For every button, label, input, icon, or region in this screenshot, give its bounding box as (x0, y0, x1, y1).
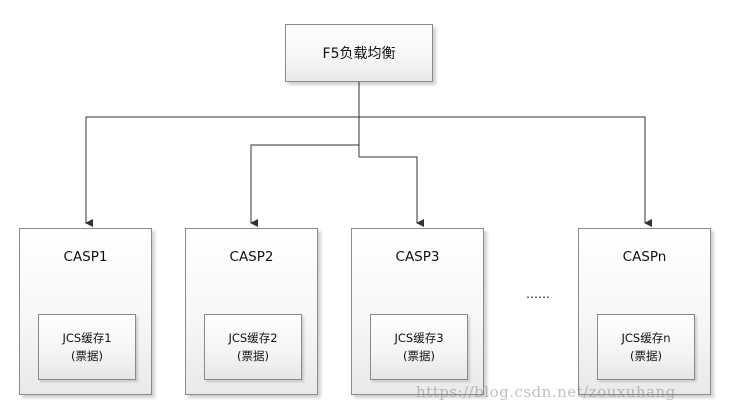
casp3-cache-label: JCS缓存3 (394, 331, 444, 345)
casp1-cache-box: JCS缓存1 (票据) (38, 314, 136, 380)
connector-casp3 (359, 156, 424, 227)
casp3-node: CASP3 JCS缓存3 (票据) (351, 228, 484, 395)
casp2-node: CASP2 JCS缓存2 (票据) (185, 228, 318, 395)
casp3-cache-box: JCS缓存3 (票据) (370, 314, 468, 380)
connector-caspn (359, 116, 652, 227)
casp1-cache-label: JCS缓存1 (62, 331, 112, 345)
caspn-cache-label: JCS缓存n (621, 331, 671, 345)
caspn-title: CASPn (622, 249, 667, 265)
casp2-cache-sublabel: (票据) (237, 349, 269, 363)
more-nodes-ellipsis: …… (526, 287, 550, 301)
f5-load-balancer-box: F5负载均衡 (285, 24, 433, 82)
casp2-cache-box: JCS缓存2 (票据) (204, 314, 302, 380)
connector-casp2 (250, 144, 359, 227)
watermark-text: https://blog.csdn.net/zouxuhang (416, 383, 676, 401)
casp1-cache-sublabel: (票据) (71, 349, 103, 363)
casp3-title: CASP3 (395, 249, 440, 265)
casp1-title: CASP1 (63, 249, 108, 265)
caspn-node: CASPn JCS缓存n (票据) (578, 228, 711, 395)
caspn-cache-sublabel: (票据) (630, 349, 662, 363)
casp2-cache-label: JCS缓存2 (228, 331, 278, 345)
caspn-cache-box: JCS缓存n (票据) (597, 314, 695, 380)
f5-load-balancer-label: F5负载均衡 (322, 46, 396, 62)
casp3-cache-sublabel: (票据) (403, 349, 435, 363)
connector-casp1 (85, 116, 359, 227)
casp2-title: CASP2 (229, 249, 274, 265)
casp1-node: CASP1 JCS缓存1 (票据) (19, 228, 152, 395)
